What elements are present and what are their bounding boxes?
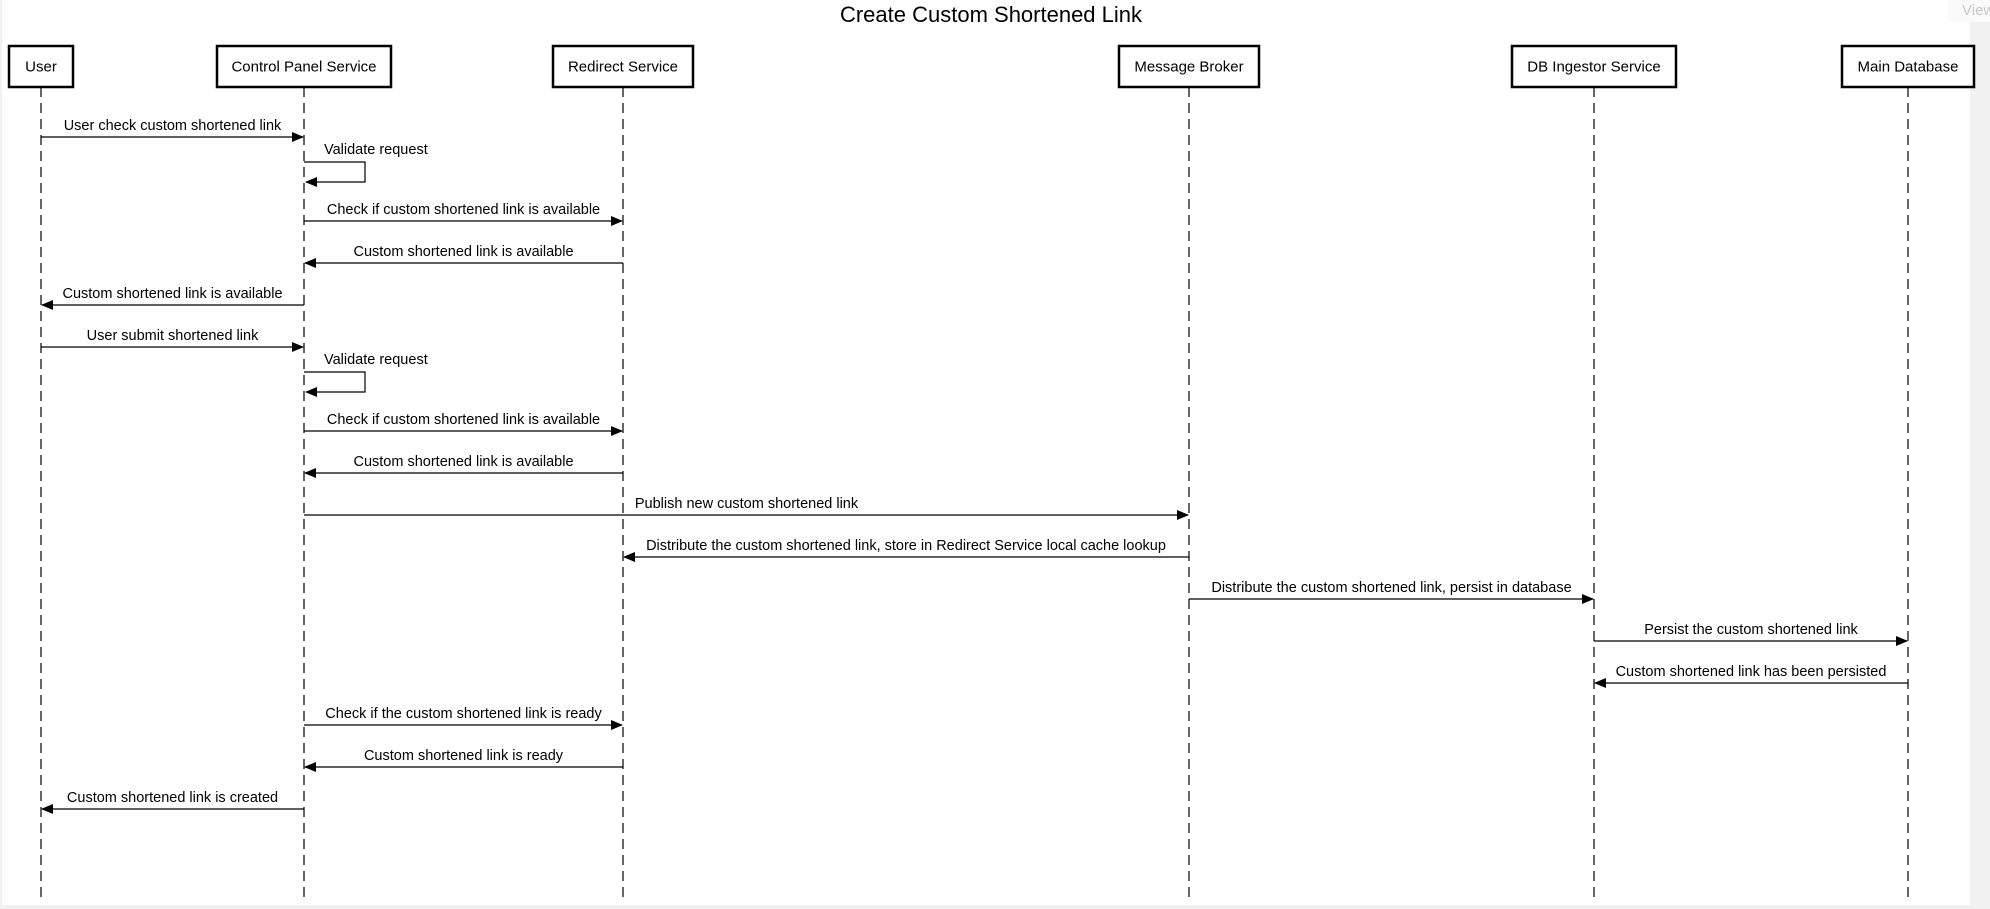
- participant-box: [1840, 44, 1976, 89]
- message-label: Check if custom shortened link is availa…: [327, 412, 600, 428]
- message-label: User submit shortened link: [87, 328, 259, 344]
- participant-mb: Message Broker: [1117, 44, 1261, 89]
- diagram-title: Create Custom Shortened Link: [840, 2, 1143, 27]
- message-label: Distribute the custom shortened link, st…: [646, 538, 1166, 554]
- message-label: Custom shortened link is available: [353, 454, 573, 470]
- message-label: Custom shortened link has been persisted: [1616, 664, 1887, 680]
- message-13: Persist the custom shortened link: [1594, 622, 1908, 646]
- message-14: Custom shortened link has been persisted: [1594, 664, 1908, 688]
- message-5: Custom shortened link is available: [41, 286, 304, 310]
- participant-rs: Redirect Service: [551, 44, 695, 89]
- participant-label: Main Database: [1858, 59, 1959, 76]
- message-7: Validate request: [304, 352, 428, 397]
- message-label: Check if custom shortened link is availa…: [327, 202, 600, 218]
- message-label: Custom shortened link is available: [62, 286, 282, 302]
- participant-box: [215, 44, 393, 89]
- participant-user: User: [7, 44, 75, 89]
- message-label: Custom shortened link is created: [67, 790, 278, 806]
- participant-box: [1117, 44, 1261, 89]
- participant-label: Message Broker: [1134, 59, 1243, 76]
- message-12: Distribute the custom shortened link, pe…: [1189, 580, 1594, 604]
- message-label: Custom shortened link is available: [353, 244, 573, 260]
- message-1: User check custom shortened link: [41, 118, 304, 142]
- message-11: Distribute the custom shortened link, st…: [623, 538, 1189, 562]
- message-15: Check if the custom shortened link is re…: [304, 706, 623, 730]
- messages: User check custom shortened linkValidate…: [41, 118, 1908, 814]
- participant-label: Redirect Service: [568, 59, 678, 76]
- participant-box: [7, 44, 75, 89]
- message-2: Validate request: [304, 142, 428, 187]
- message-6: User submit shortened link: [41, 328, 304, 352]
- message-3: Check if custom shortened link is availa…: [304, 202, 623, 226]
- message-label: Validate request: [324, 142, 428, 158]
- message-label: Persist the custom shortened link: [1644, 622, 1858, 638]
- participant-dbi: DB Ingestor Service: [1510, 44, 1678, 89]
- message-4: Custom shortened link is available: [304, 244, 623, 268]
- message-17: Custom shortened link is created: [41, 790, 304, 814]
- message-9: Custom shortened link is available: [304, 454, 623, 478]
- message-label: Distribute the custom shortened link, pe…: [1211, 580, 1571, 596]
- message-8: Check if custom shortened link is availa…: [304, 412, 623, 436]
- participant-db: Main Database: [1840, 44, 1976, 89]
- message-10: Publish new custom shortened link: [304, 496, 1189, 520]
- message-label: Publish new custom shortened link: [635, 496, 859, 512]
- message-label: User check custom shortened link: [64, 118, 282, 134]
- message-label: Validate request: [324, 352, 428, 368]
- participant-label: Control Panel Service: [231, 59, 376, 76]
- message-16: Custom shortened link is ready: [304, 748, 623, 772]
- self-message-arrow: [304, 371, 366, 397]
- message-label: Custom shortened link is ready: [364, 748, 564, 764]
- participants: User Control Panel Service Redirect Servic…: [7, 44, 1976, 89]
- participant-label: DB Ingestor Service: [1527, 59, 1660, 76]
- message-label: Check if the custom shortened link is re…: [325, 706, 602, 722]
- participant-box: [551, 44, 695, 89]
- participant-label: User: [25, 59, 57, 76]
- lifelines: [40, 87, 1909, 903]
- view-button[interactable]: View: [1948, 0, 1990, 22]
- participant-box: [1510, 44, 1678, 89]
- participant-cps: Control Panel Service: [215, 44, 393, 89]
- self-message-arrow: [304, 161, 366, 187]
